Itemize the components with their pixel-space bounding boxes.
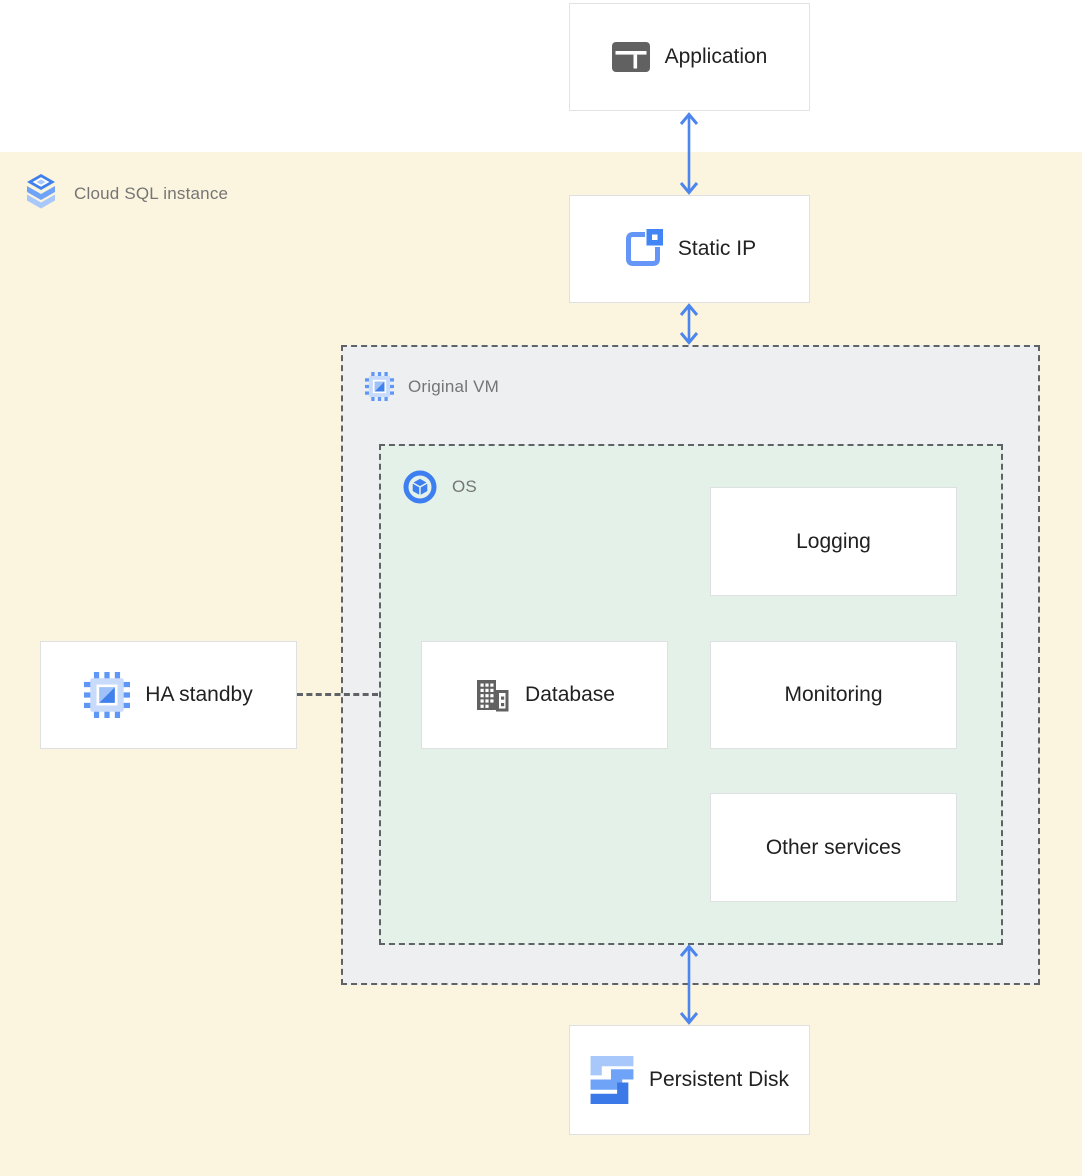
node-ha-standby-label: HA standby: [145, 683, 253, 706]
node-other-services-label: Other services: [765, 835, 902, 859]
node-monitoring: Monitoring: [710, 641, 957, 749]
app-window-icon: [611, 42, 650, 72]
node-logging: Logging: [710, 487, 957, 596]
node-other-services: Other services: [710, 793, 957, 902]
node-persistent-disk-label: Persistent Disk: [648, 1068, 790, 1091]
persistent-disk-icon: [590, 1056, 634, 1104]
node-application: Application: [569, 3, 810, 111]
node-static-ip: Static IP: [569, 195, 810, 303]
cloud-sql-icon: [24, 174, 58, 214]
cloud-sql-zone-label: Cloud SQL instance: [24, 174, 228, 214]
node-database-label: Database: [525, 683, 615, 706]
os-icon: [403, 470, 437, 504]
os-zone-label: OS: [403, 470, 477, 504]
os-zone-label-text: OS: [452, 477, 477, 496]
node-logging-label: Logging: [796, 529, 871, 553]
arrow-static-ip-original-vm: [675, 303, 703, 345]
cloud-sql-zone-label-text: Cloud SQL instance: [74, 184, 229, 203]
node-ha-standby: HA standby: [40, 641, 297, 749]
arrow-application-static-ip: [675, 112, 703, 195]
node-persistent-disk: Persistent Disk: [569, 1025, 810, 1135]
link-ha-standby-os: [297, 693, 378, 696]
node-database: Database: [421, 641, 668, 749]
node-application-label: Application: [664, 45, 768, 68]
building-icon: [474, 677, 510, 713]
original-vm-zone-label: Original VM: [365, 372, 499, 401]
arrow-os-persistent-disk: [675, 944, 703, 1025]
compute-engine-icon: [84, 672, 131, 718]
original-vm-zone-label-text: Original VM: [408, 376, 500, 396]
compute-engine-icon: [365, 372, 394, 401]
node-monitoring-label: Monitoring: [784, 683, 883, 706]
node-static-ip-label: Static IP: [677, 237, 757, 260]
external-ip-icon: [623, 229, 663, 269]
